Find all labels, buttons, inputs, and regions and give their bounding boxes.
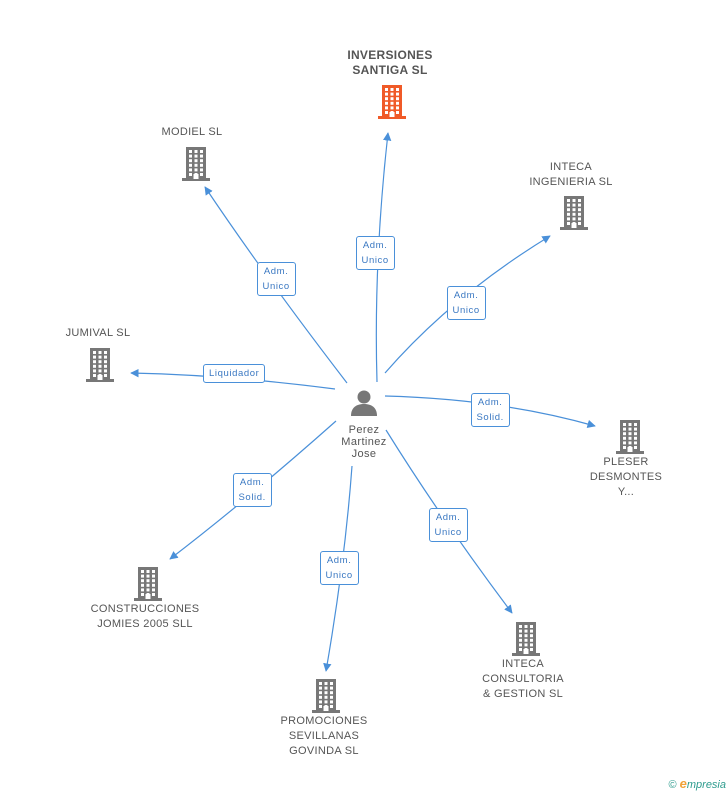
edge-label-construcciones[interactable]: Adm. Solid. [232, 473, 272, 507]
edge-label-modiel[interactable]: Adm. Unico [256, 262, 296, 296]
company-node-jumival[interactable] [85, 348, 115, 382]
footer-brand: © empresia [668, 776, 726, 791]
building-icon [378, 85, 406, 119]
edge-label-inteca-cons[interactable]: Adm. Unico [428, 508, 468, 542]
building-icon [560, 196, 588, 230]
edge-label-jumival[interactable]: Liquidador [203, 363, 266, 383]
company-node-construcciones[interactable] [133, 567, 163, 601]
building-icon [182, 147, 210, 181]
copyright-symbol: © [668, 779, 677, 791]
company-name-inteca-cons[interactable]: INTECA CONSULTORIA & GESTION SL [482, 658, 564, 700]
edge-label-inversiones[interactable]: Adm. Unico [355, 236, 395, 270]
building-icon [512, 622, 540, 656]
company-name-promociones[interactable]: PROMOCIONES SEVILLANAS GOVINDA SL [280, 715, 368, 757]
edge-label-pleser[interactable]: Adm. Solid. [470, 393, 510, 427]
company-node-inteca-ing[interactable] [559, 196, 589, 230]
company-node-inversiones[interactable] [377, 85, 407, 119]
person-icon [351, 390, 377, 416]
center-person-name[interactable]: Perez Martinez Jose [341, 424, 387, 460]
center-person[interactable]: Perez Martinez Jose [329, 388, 399, 460]
company-name-jumival[interactable]: JUMIVAL SL [65, 327, 131, 339]
building-icon [134, 567, 162, 601]
building-icon [616, 420, 644, 454]
brand-name: mpresia [686, 779, 726, 791]
company-name-construcciones[interactable]: CONSTRUCCIONES JOMIES 2005 SLL [90, 603, 200, 630]
company-node-modiel[interactable] [181, 147, 211, 181]
company-node-pleser[interactable] [615, 420, 645, 454]
company-node-promociones[interactable] [311, 679, 341, 713]
edge-label-promociones[interactable]: Adm. Unico [319, 551, 359, 585]
company-name-pleser[interactable]: PLESER DESMONTES Y... [589, 456, 663, 498]
building-icon [86, 348, 114, 382]
brand-logo-e: e [679, 776, 687, 791]
company-name-modiel[interactable]: MODIEL SL [161, 126, 223, 138]
edge-label-inteca-ing[interactable]: Adm. Unico [446, 286, 486, 320]
building-icon [312, 679, 340, 713]
company-node-inteca-cons[interactable] [511, 622, 541, 656]
company-name-inversiones[interactable]: INVERSIONES SANTIGA SL [347, 48, 433, 77]
company-name-inteca-ing[interactable]: INTECA INGENIERIA SL [529, 161, 613, 188]
